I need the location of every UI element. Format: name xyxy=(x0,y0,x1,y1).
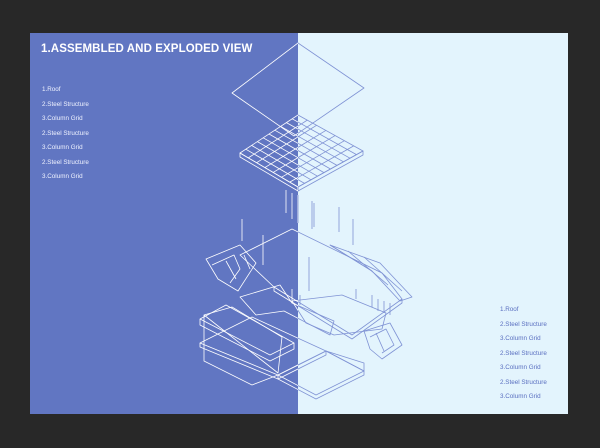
drawing-right-half xyxy=(298,42,413,400)
legend-item: 3.Column Grid xyxy=(42,173,83,180)
drawing-left-half xyxy=(199,42,298,400)
legend-item: 2.Steel Structure xyxy=(42,100,89,108)
legend-item: 3.Column Grid xyxy=(500,393,541,400)
diagram-board: 1.ASSEMBLED AND EXPLODED VIEW 1.Roof 2.S… xyxy=(30,33,568,414)
legend-item: 3.Column Grid xyxy=(500,335,541,342)
legend-item: 3.Column Grid xyxy=(500,364,541,371)
legend-item: 2.Steel Structure xyxy=(500,320,547,328)
left-panel xyxy=(30,33,298,414)
legend-item: 3.Column Grid xyxy=(42,115,83,122)
legend-item: 2.Steel Structure xyxy=(42,158,89,166)
legend-left: 1.Roof 2.Steel Structure 3.Column Grid 2… xyxy=(42,83,89,185)
legend-item: 3.Column Grid xyxy=(42,144,83,151)
diagram-title: 1.ASSEMBLED AND EXPLODED VIEW xyxy=(41,43,253,55)
legend-item: 2.Steel Structure xyxy=(500,349,547,357)
legend-item: 2.Steel Structure xyxy=(42,129,89,137)
legend-item: 1.Roof xyxy=(42,86,61,93)
exploded-axonometric-drawing xyxy=(199,42,413,400)
legend-item: 1.Roof xyxy=(500,306,519,313)
legend-item: 2.Steel Structure xyxy=(500,378,547,386)
legend-right: 1.Roof 2.Steel Structure 3.Column Grid 2… xyxy=(500,303,547,405)
right-panel xyxy=(298,33,568,414)
